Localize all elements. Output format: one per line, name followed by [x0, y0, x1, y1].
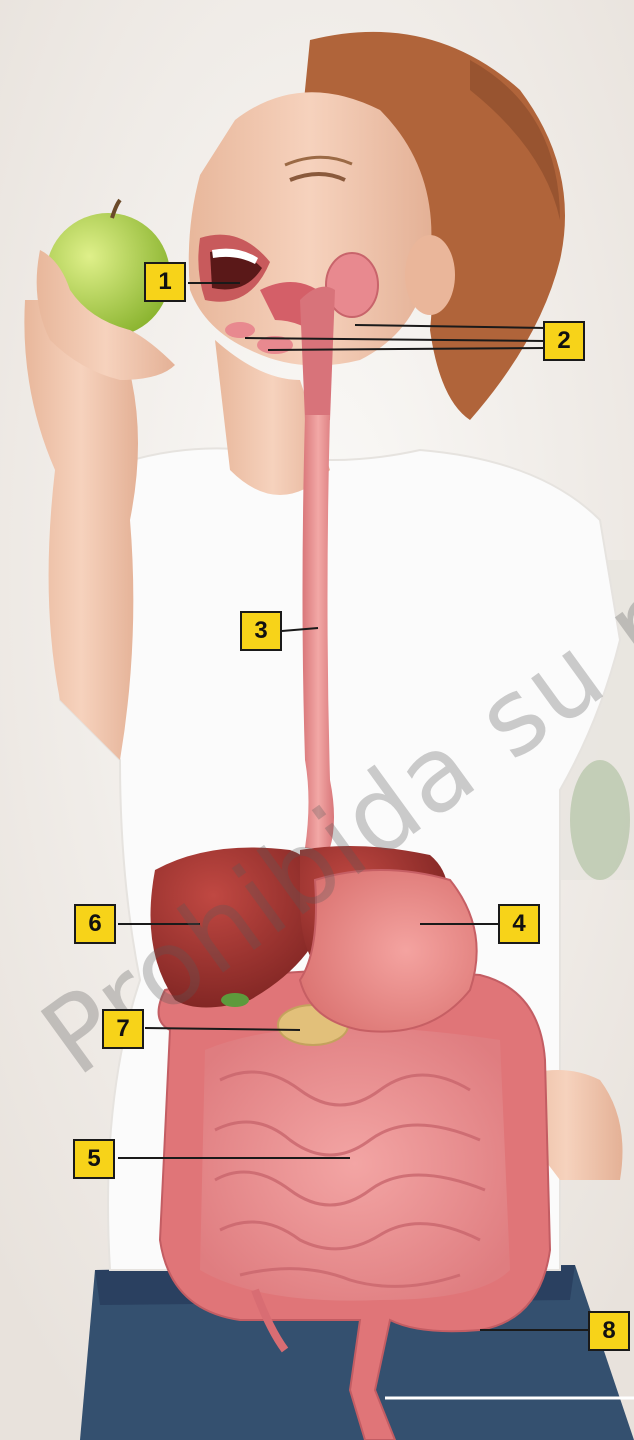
- label-5-small-intestine: 5: [73, 1139, 115, 1179]
- pharynx: [300, 287, 335, 420]
- label-7-pancreas: 7: [102, 1009, 144, 1049]
- label-4-stomach: 4: [498, 904, 540, 944]
- label-3-esophagus: 3: [240, 611, 282, 651]
- label-6-liver: 6: [74, 904, 116, 944]
- background-plant: [570, 760, 630, 880]
- ear: [405, 235, 455, 315]
- label-2-salivary-glands: 2: [543, 321, 585, 361]
- label-8-large-intestine: 8: [588, 1311, 630, 1351]
- sublingual-gland: [225, 322, 255, 338]
- label-1-mouth: 1: [144, 262, 186, 302]
- small-intestine: [200, 1027, 510, 1300]
